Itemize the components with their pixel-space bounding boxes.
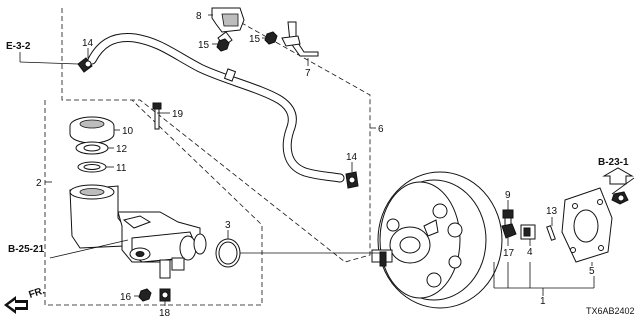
- callout-16: 16: [120, 292, 132, 303]
- callout-10: 10: [122, 126, 134, 137]
- hose-bracket: [211, 7, 245, 47]
- brake-booster: [371, 171, 503, 309]
- diagram-code: TX6AB2402: [586, 306, 635, 316]
- ref-b-25-21[interactable]: B-25-21: [8, 244, 45, 255]
- callout-18: 18: [159, 308, 171, 319]
- o-ring: [215, 238, 241, 268]
- callout-19: 19: [172, 109, 184, 120]
- callout-1: 1: [540, 296, 546, 307]
- hose-clamp-left: [77, 57, 93, 73]
- ref-b-23-1[interactable]: B-23-1: [598, 157, 629, 168]
- booster-gasket: [561, 187, 613, 263]
- nut-15-a: [216, 38, 230, 52]
- callout-17: 17: [503, 248, 515, 259]
- joint-4: [520, 224, 536, 240]
- bolt-19: [152, 102, 162, 130]
- callout-8: 8: [196, 11, 202, 22]
- mount-bracket: [281, 21, 319, 57]
- callout-15-left: 15: [198, 40, 210, 51]
- reservoir-seal: [77, 161, 107, 173]
- nut-15-b: [264, 31, 278, 45]
- washer-18: [159, 288, 171, 302]
- clevis-pin: [546, 225, 556, 241]
- callout-9: 9: [505, 190, 511, 201]
- nut-16: [138, 288, 152, 302]
- arrow-up-icon: [602, 167, 634, 185]
- booster-mount-nut: [611, 191, 629, 205]
- reservoir-cap: [69, 116, 115, 144]
- master-cylinder: [69, 184, 207, 279]
- callout-15-right: 15: [249, 34, 261, 45]
- master-cylinder-group-outline: [44, 99, 263, 306]
- reservoir-filter: [75, 141, 109, 155]
- callout-12: 12: [116, 144, 128, 155]
- callout-6: 6: [378, 124, 384, 135]
- callout-14-right: 14: [346, 152, 358, 163]
- ref-e-3-2[interactable]: E-3-2: [6, 41, 31, 52]
- callout-13: 13: [546, 206, 558, 217]
- callout-4: 4: [527, 247, 533, 258]
- grommet-17: [501, 223, 517, 239]
- hose-clamp-right: [345, 171, 359, 189]
- vacuum-hose: [87, 32, 345, 183]
- label-front: FR.: [28, 285, 47, 301]
- callout-11: 11: [116, 163, 127, 174]
- callout-2: 2: [36, 178, 42, 189]
- callout-5: 5: [589, 266, 595, 277]
- hose-group-outline: [61, 7, 371, 263]
- front-arrow-icon: [4, 296, 28, 314]
- callout-14-left: 14: [82, 38, 94, 49]
- callout-7: 7: [305, 68, 311, 79]
- callout-3: 3: [225, 220, 231, 231]
- leader-lines: [19, 14, 635, 306]
